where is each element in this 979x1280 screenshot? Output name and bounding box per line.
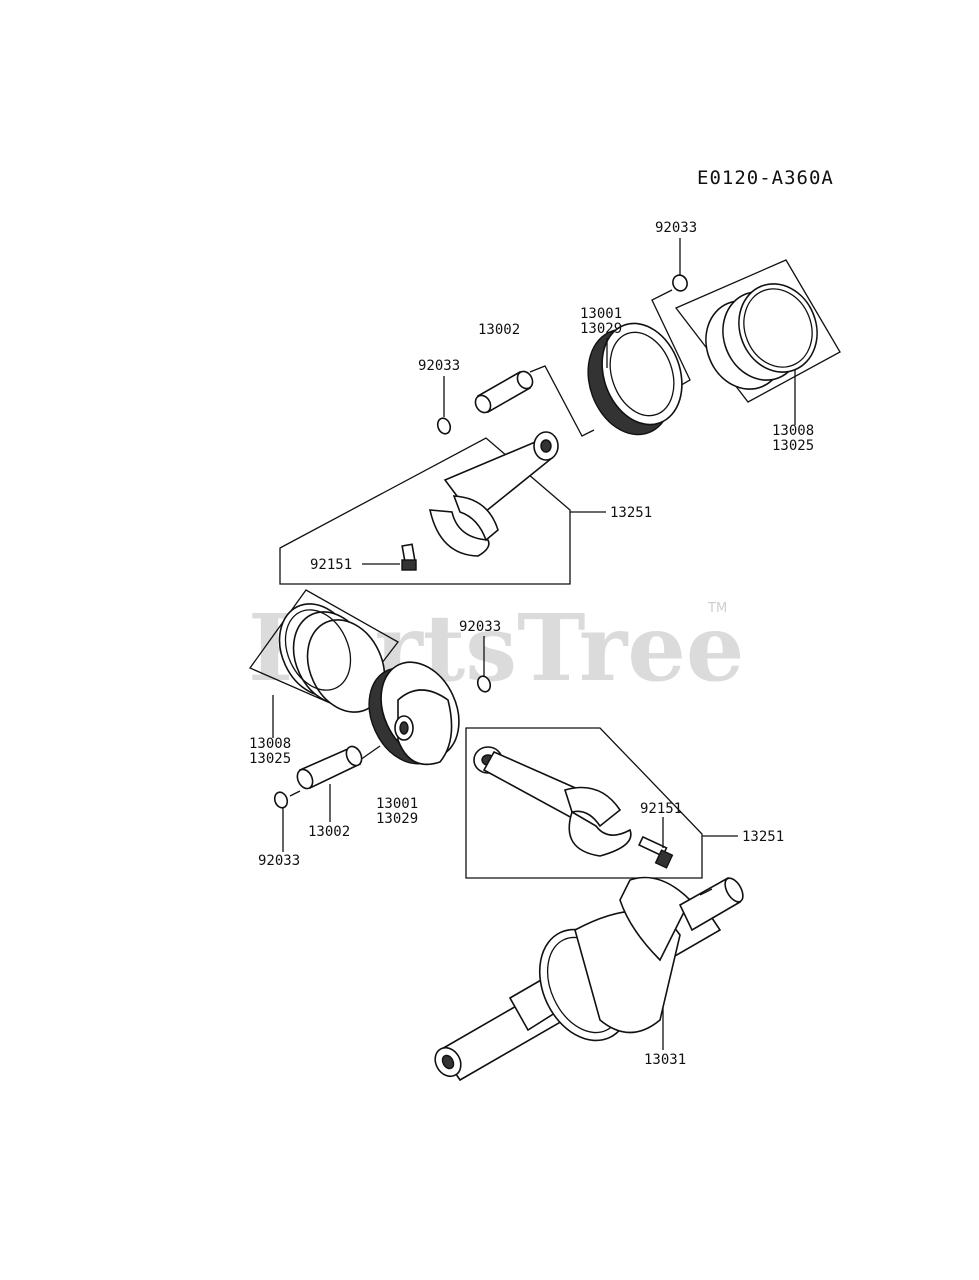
- clip-bottom-part[interactable]: [273, 790, 290, 809]
- label-pin-bottom: 13002: [308, 824, 350, 840]
- label-bolt-bottom: 92151: [640, 801, 682, 817]
- clip-top-left-part[interactable]: [436, 416, 453, 435]
- label-clip-top-left: 92033: [418, 358, 460, 374]
- label-rings-bottom-b: 13025: [249, 751, 291, 767]
- piston-bottom-part[interactable]: [354, 649, 474, 776]
- diagram-code: E0120-A360A: [697, 167, 834, 189]
- label-rod-top: 13251: [610, 505, 652, 521]
- clip-mid-part[interactable]: [476, 674, 493, 693]
- label-clip-bottom: 92033: [258, 853, 300, 869]
- watermark-trademark: TM: [707, 601, 727, 616]
- rings-bottom-part[interactable]: [249, 589, 399, 725]
- clip-top-right-part[interactable]: [671, 273, 690, 293]
- label-piston-top-b: 13029: [580, 321, 622, 337]
- label-rings-bottom-a: 13008: [249, 736, 291, 752]
- pin-bottom-part[interactable]: [294, 744, 364, 791]
- rod-bottom-part[interactable]: [465, 727, 703, 879]
- label-pin-top: 13002: [478, 322, 520, 338]
- label-crankshaft: 13031: [644, 1052, 686, 1068]
- pin-top-part[interactable]: [472, 369, 535, 416]
- label-clip-mid: 92033: [459, 619, 501, 635]
- label-piston-bottom-b: 13029: [376, 811, 418, 827]
- label-bolt-top: 92151: [310, 557, 352, 573]
- label-piston-bottom-a: 13001: [376, 796, 418, 812]
- label-rings-top-b: 13025: [772, 438, 814, 454]
- label-piston-top-a: 13001: [580, 306, 622, 322]
- piston-top-part[interactable]: [574, 312, 696, 446]
- label-rod-bottom: 13251: [742, 829, 784, 845]
- label-rings-top-a: 13008: [772, 423, 814, 439]
- crankshaft-part[interactable]: [430, 875, 746, 1082]
- rings-top-part[interactable]: [674, 259, 841, 403]
- rod-top-part[interactable]: [279, 431, 571, 585]
- label-clip-top-right: 92033: [655, 220, 697, 236]
